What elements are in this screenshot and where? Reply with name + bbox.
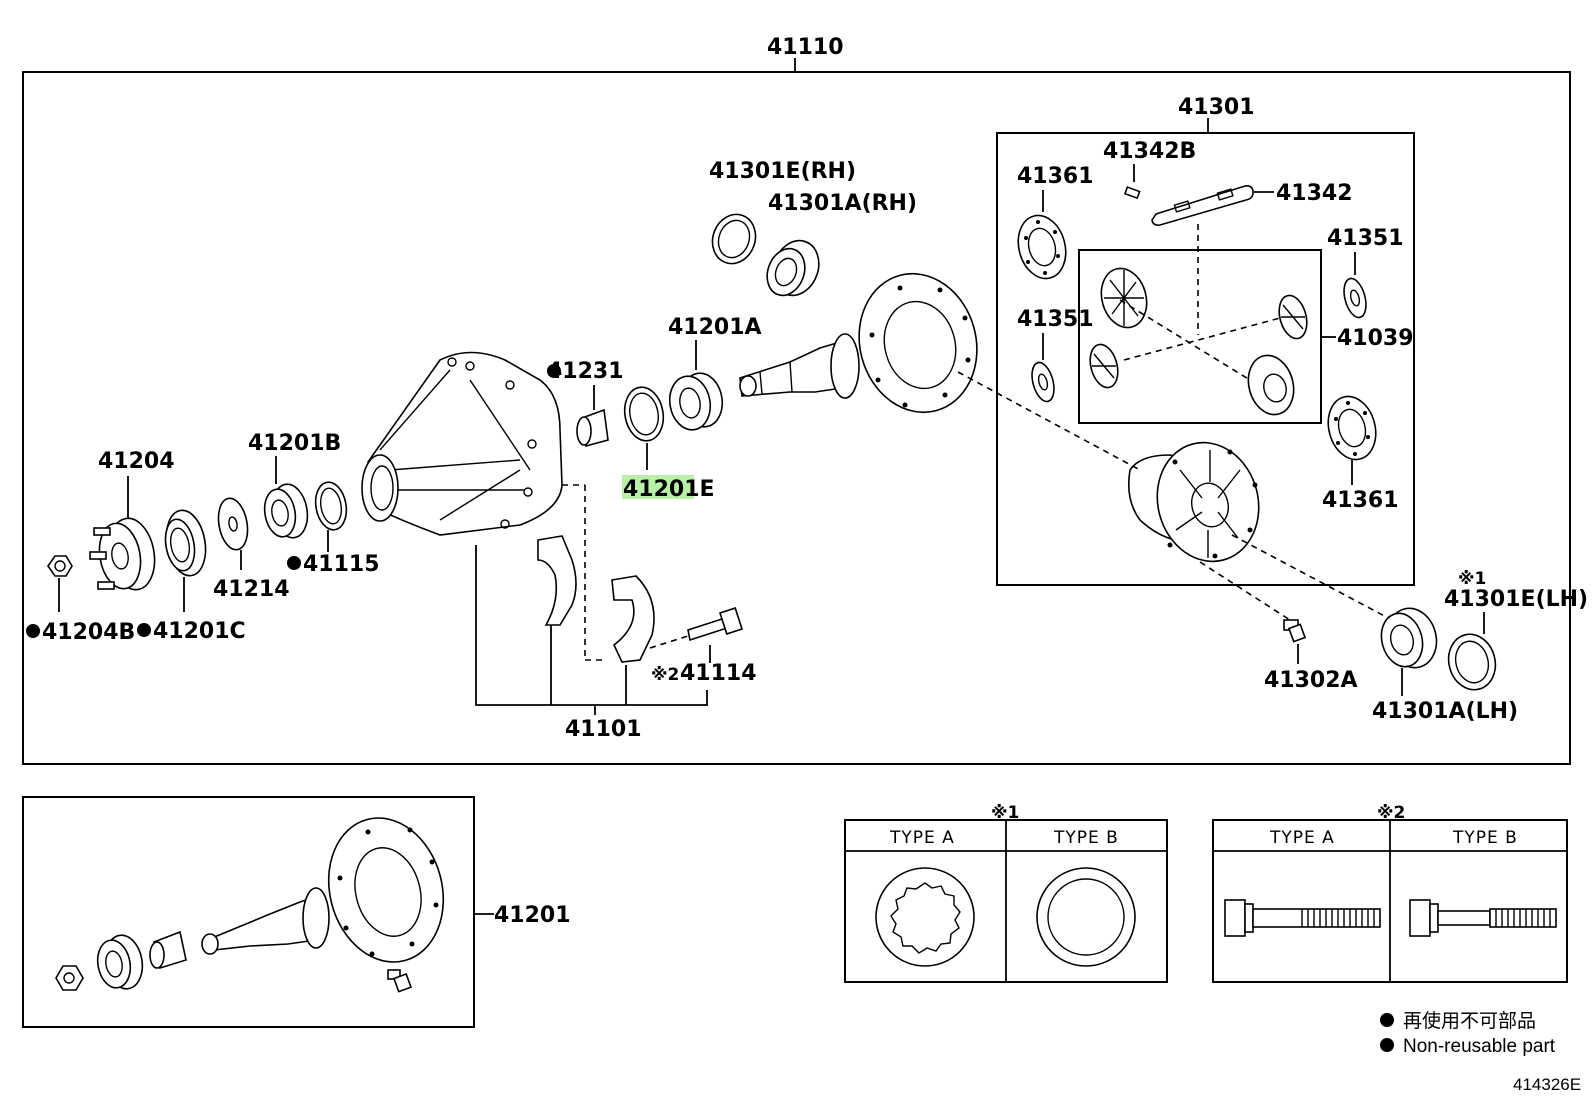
bolt-41302A xyxy=(1283,619,1307,643)
note2-table-mark: ※2 xyxy=(1377,803,1405,823)
note2-type-b-header: TYPE B xyxy=(1452,828,1518,848)
assembly-41301-frame xyxy=(996,132,1415,586)
label-41201E-highlight xyxy=(622,475,694,499)
label-41301E-LH[interactable]: 41301E(LH) xyxy=(1444,587,1588,612)
bearing-cap-right xyxy=(611,575,655,663)
bearing-41201B xyxy=(263,483,309,539)
note1-type-a-header: TYPE A xyxy=(889,828,955,848)
bearing-41201A xyxy=(668,372,724,431)
thrust-washer-41351-right xyxy=(1343,277,1367,319)
ring-gear-pinion xyxy=(739,272,978,414)
oil-slinger-41115 xyxy=(314,481,348,531)
figure-id: 414326E xyxy=(1513,1075,1581,1094)
non-reusable-dot-41231 xyxy=(547,364,561,378)
shim-type-a-drawing xyxy=(875,867,975,967)
ring-pinion-set-41201 xyxy=(201,817,445,963)
shim-41201E xyxy=(623,386,665,442)
assembly-41201-frame xyxy=(22,796,475,1028)
label-41115[interactable]: 41115 xyxy=(303,552,380,577)
bearing-41301A-LH xyxy=(1380,607,1438,669)
label-41204B[interactable]: 41204B xyxy=(42,620,135,645)
bearing-41201-detail xyxy=(96,934,144,990)
non-reusable-dot-41204B xyxy=(26,624,40,638)
legend-dot-jp xyxy=(1380,1013,1394,1027)
label-41214[interactable]: 41214 xyxy=(213,577,290,602)
legend-text-en: Non-reusable part xyxy=(1403,1036,1556,1057)
note1-type-b-header: TYPE B xyxy=(1053,828,1119,848)
washer-41214 xyxy=(217,497,249,551)
label-41201A[interactable]: 41201A xyxy=(668,315,762,340)
nut-41204B xyxy=(47,555,73,577)
shim-41301E-RH xyxy=(711,213,757,265)
spacer-41231 xyxy=(576,408,609,448)
bolt-type-b-drawing xyxy=(1409,899,1557,937)
note2-type-a-header: TYPE A xyxy=(1269,828,1335,848)
label-41114[interactable]: 41114 xyxy=(680,661,757,686)
side-gear-upper xyxy=(1100,267,1148,329)
companion-flange-41204 xyxy=(89,517,156,591)
thrust-washer-41361-lower xyxy=(1327,395,1377,461)
thrust-washer-41361-upper xyxy=(1017,214,1067,280)
pinion-shaft-41342 xyxy=(1151,185,1254,226)
non-reusable-dot-41201C xyxy=(137,623,151,637)
label-41110[interactable]: 41110 xyxy=(767,35,844,60)
spacer-41201-detail xyxy=(149,930,187,970)
non-reusable-dot-41115 xyxy=(287,556,301,570)
label-41301[interactable]: 41301 xyxy=(1178,95,1255,120)
label-41201E[interactable]: 41201E xyxy=(623,477,715,502)
bearing-cap-left xyxy=(537,535,577,626)
label-41361-lower[interactable]: 41361 xyxy=(1322,488,1399,513)
pinion-gear-lower xyxy=(1089,343,1119,389)
label-41361-upper[interactable]: 41361 xyxy=(1017,164,1094,189)
label-41301E-RH[interactable]: 41301E(RH) xyxy=(709,159,856,184)
legend-text-jp: 再使用不可部品 xyxy=(1403,1010,1536,1032)
label-41201B[interactable]: 41201B xyxy=(248,431,341,456)
nut-41201-detail xyxy=(55,965,84,991)
label-41039[interactable]: 41039 xyxy=(1337,326,1414,351)
carrier-housing xyxy=(361,351,563,536)
note2-mark-41114: ※2 xyxy=(651,665,679,685)
assembly-41110-frame xyxy=(22,71,1571,765)
note1-table-mark: ※1 xyxy=(991,803,1019,823)
note1-mark-41301E-LH: ※1 xyxy=(1458,569,1486,589)
label-41351-left[interactable]: 41351 xyxy=(1017,307,1094,332)
oil-seal-41201C xyxy=(164,509,207,577)
label-41301A-LH[interactable]: 41301A(LH) xyxy=(1372,699,1518,724)
bolt-type-a-drawing xyxy=(1224,899,1381,937)
label-41301A-RH[interactable]: 41301A(RH) xyxy=(768,191,917,216)
pinion-gear-upper xyxy=(1278,294,1308,340)
bolt-41201-detail xyxy=(387,969,412,993)
pin-41342B xyxy=(1123,186,1141,200)
label-41342B[interactable]: 41342B xyxy=(1103,139,1196,164)
bearing-41301A-RH xyxy=(766,239,820,297)
label-41201C[interactable]: 41201C xyxy=(153,619,246,644)
label-41201[interactable]: 41201 xyxy=(494,903,571,928)
label-41342[interactable]: 41342 xyxy=(1276,181,1353,206)
side-gear-lower xyxy=(1247,354,1295,416)
shim-41301E-LH xyxy=(1447,633,1497,691)
shim-type-b-drawing xyxy=(1036,867,1136,967)
thrust-washer-41351-left xyxy=(1031,361,1055,403)
label-41204[interactable]: 41204 xyxy=(98,449,175,474)
label-41351-right[interactable]: 41351 xyxy=(1327,226,1404,251)
differential-case xyxy=(1127,441,1260,563)
label-41302A[interactable]: 41302A xyxy=(1264,668,1358,693)
label-41101[interactable]: 41101 xyxy=(565,717,642,742)
legend-dot-en xyxy=(1380,1038,1394,1052)
bolt-41114 xyxy=(687,607,744,642)
